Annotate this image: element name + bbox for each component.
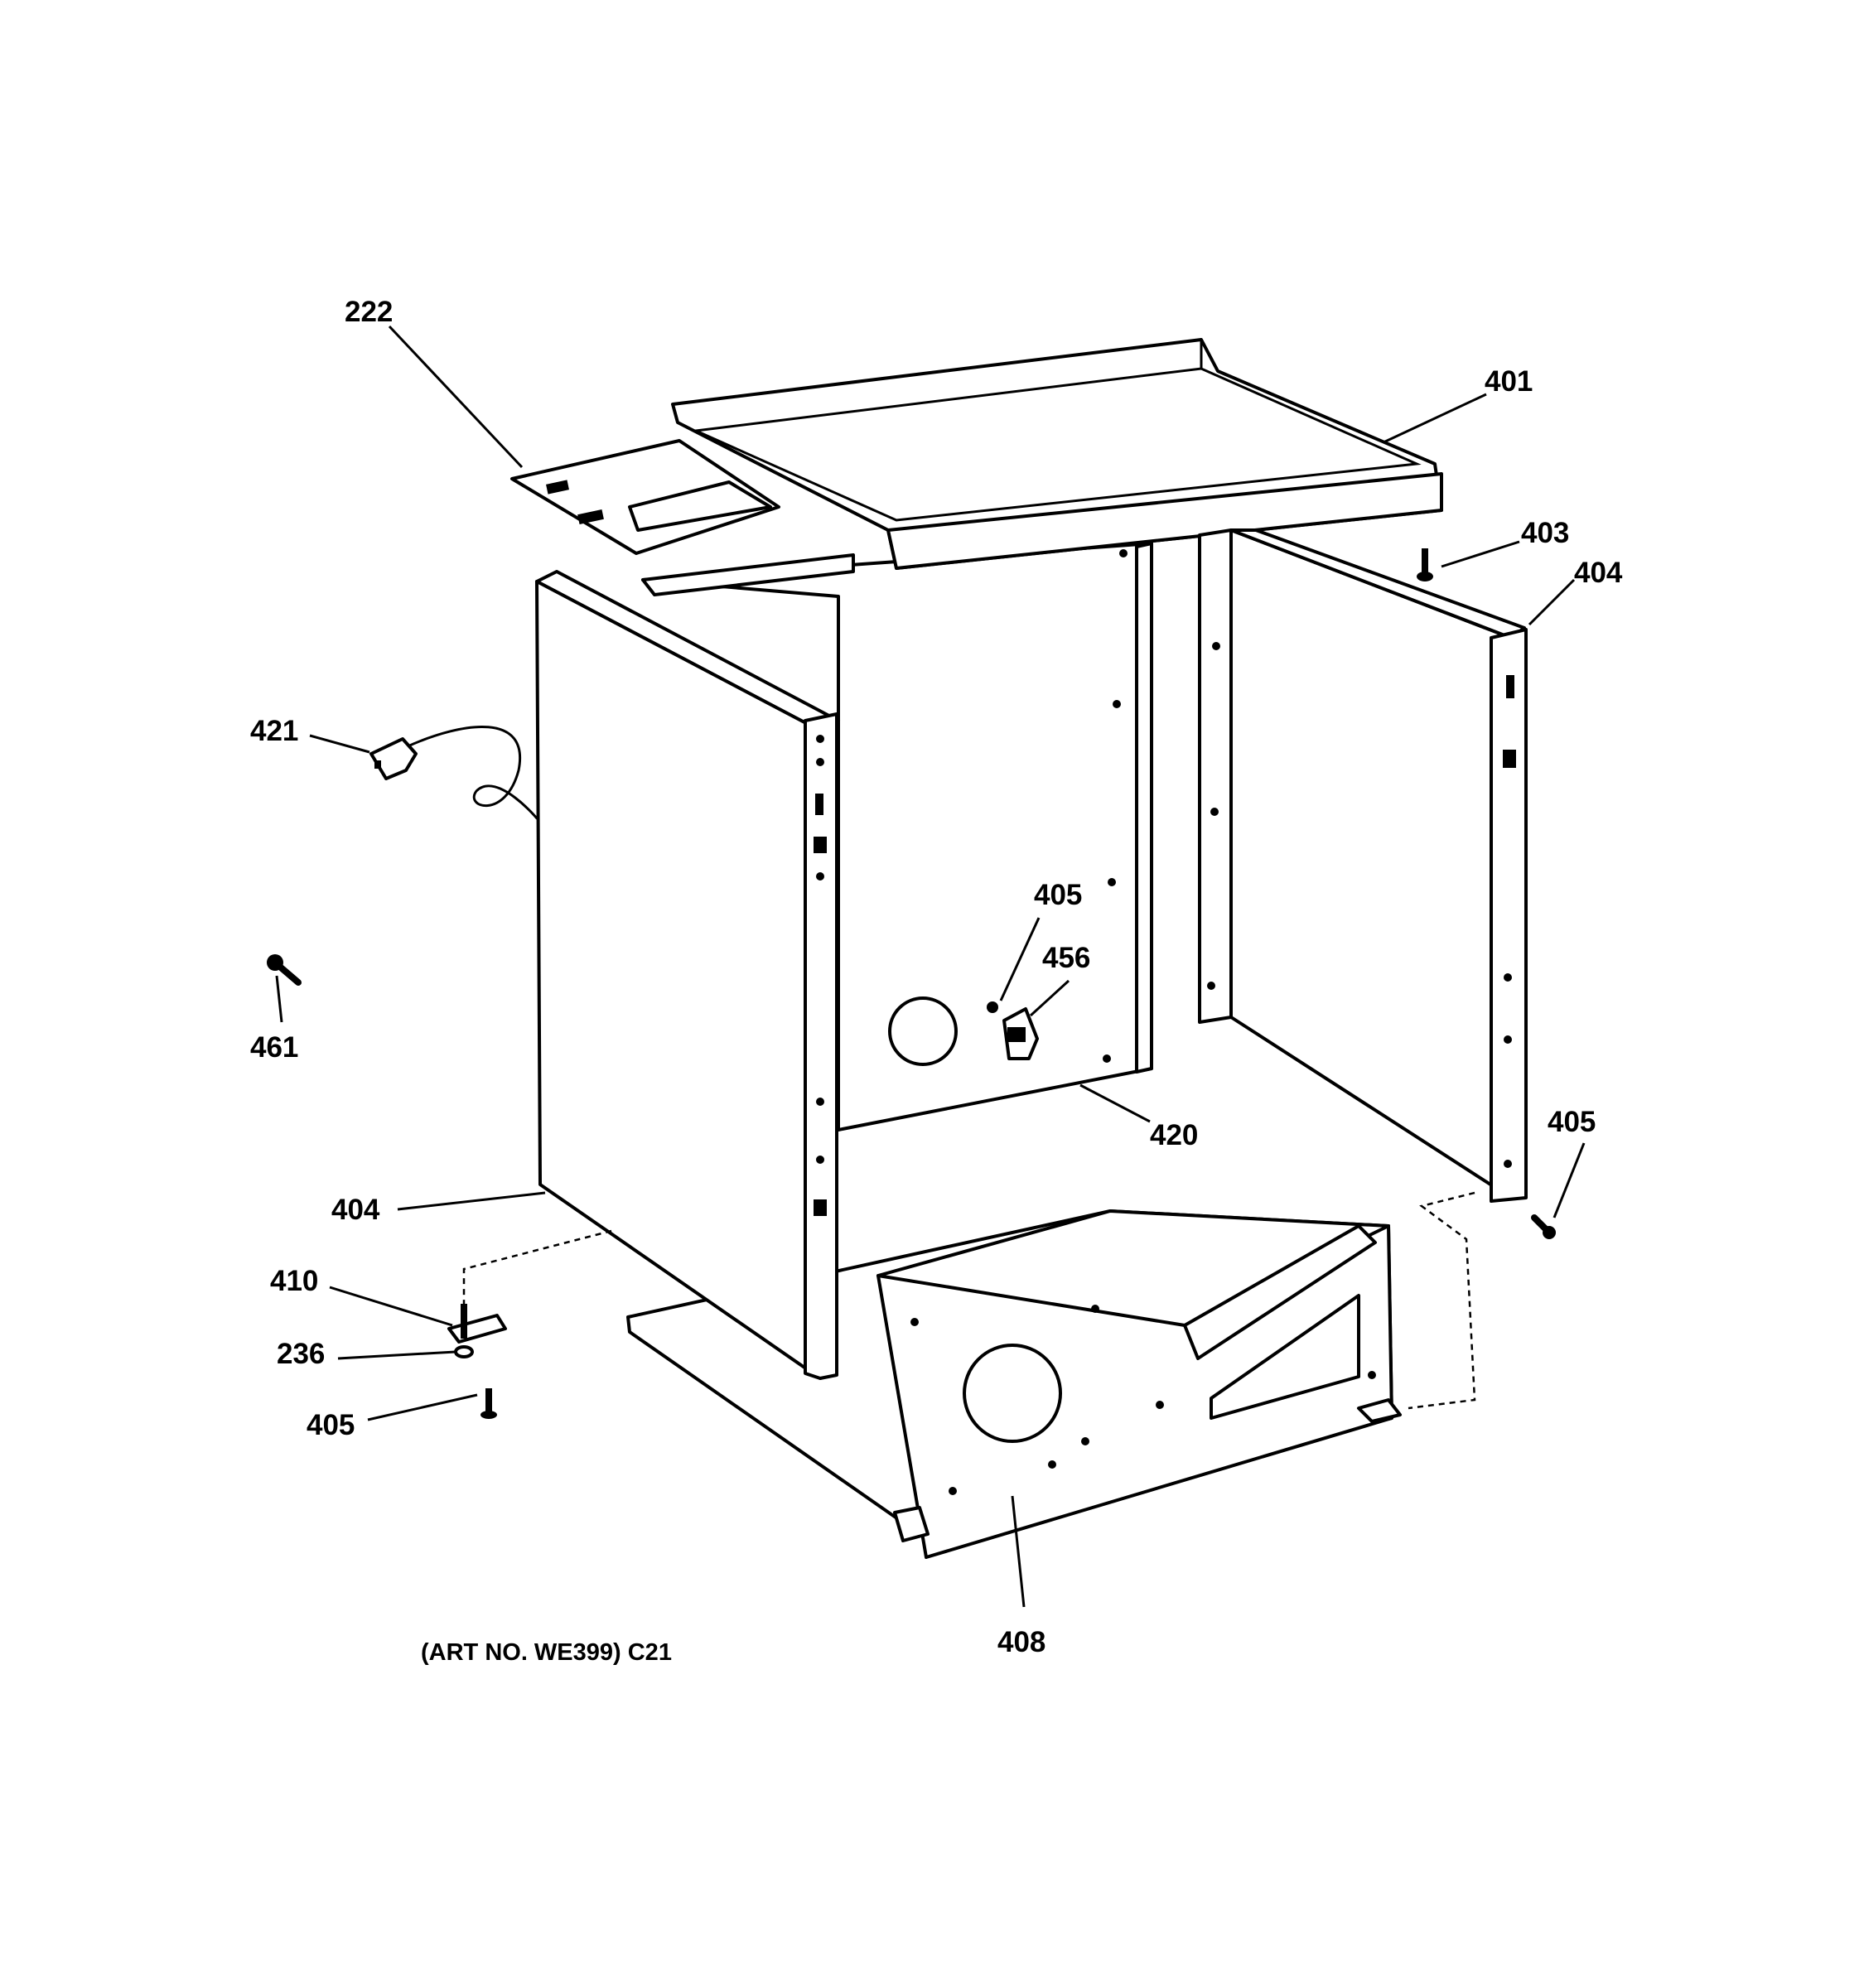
washer-236 xyxy=(454,1345,474,1358)
callout-236: 236 xyxy=(277,1338,325,1370)
screw-403 xyxy=(1417,548,1433,581)
screw-461 xyxy=(267,954,302,986)
callout-404-right: 404 xyxy=(1574,557,1623,589)
power-cord xyxy=(369,725,538,820)
callout-405-left: 405 xyxy=(307,1409,355,1441)
art-number-caption: (ART NO. WE399) C21 xyxy=(421,1639,672,1666)
screw-405-center xyxy=(987,1001,998,1013)
callout-410: 410 xyxy=(270,1265,318,1297)
screw-405-left xyxy=(480,1388,497,1419)
callout-405-center: 405 xyxy=(1034,879,1082,911)
callout-420: 420 xyxy=(1150,1119,1198,1151)
alignment-lines xyxy=(462,1191,1476,1410)
callout-222: 222 xyxy=(345,296,393,328)
callout-421: 421 xyxy=(250,715,298,747)
callout-404-left: 404 xyxy=(331,1194,380,1226)
top-duct-bracket xyxy=(510,439,780,555)
callout-401: 401 xyxy=(1485,365,1533,398)
callout-456: 456 xyxy=(1042,942,1090,974)
clip-456 xyxy=(1002,1007,1039,1060)
callout-403: 403 xyxy=(1521,517,1569,549)
leveling-leg-410 xyxy=(447,1304,507,1344)
callout-461: 461 xyxy=(250,1031,298,1064)
callout-405-right: 405 xyxy=(1548,1106,1596,1138)
left-side-panel xyxy=(535,570,840,1380)
top-cover xyxy=(671,338,1443,570)
leader-lines xyxy=(275,325,1586,1608)
right-side-panel xyxy=(1198,528,1528,1203)
callout-408: 408 xyxy=(997,1626,1045,1658)
screw-405-right xyxy=(1531,1214,1556,1239)
